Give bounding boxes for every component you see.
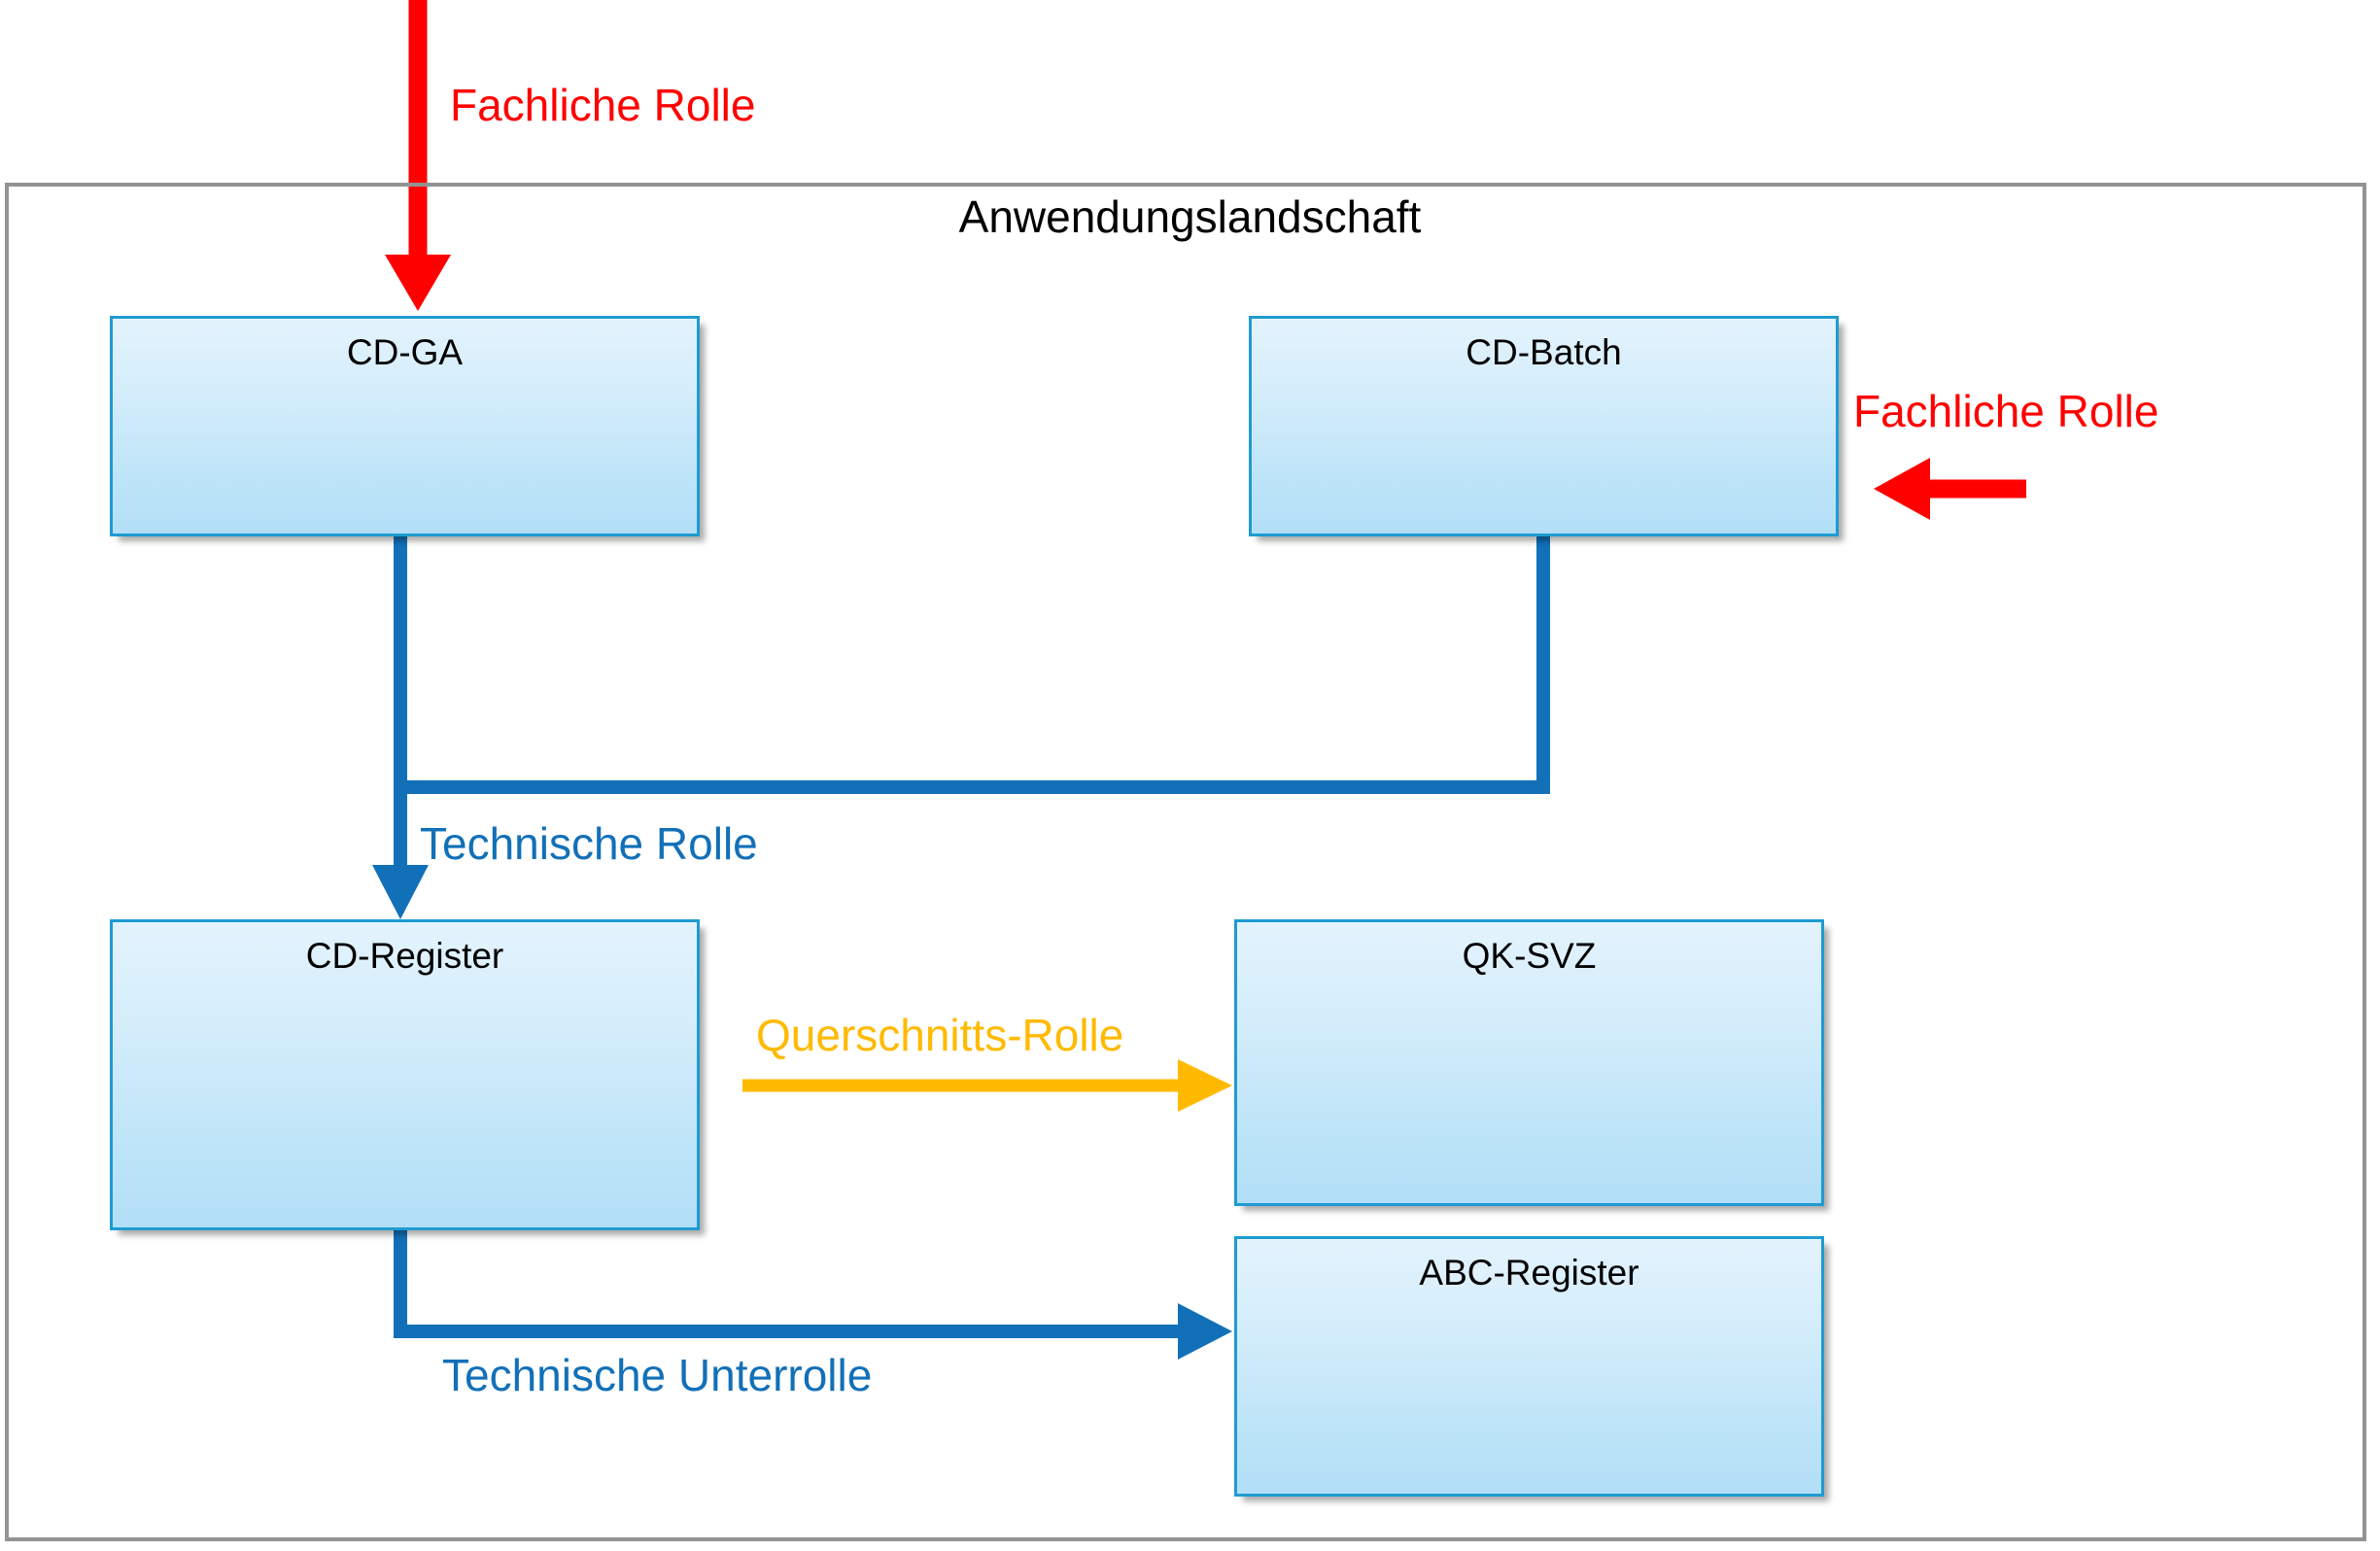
- arrow-querschnitts-rolle: [742, 1059, 1232, 1112]
- connector-cd-batch-to-junction: [399, 530, 1550, 794]
- node-cd-batch[interactable]: CD-Batch: [1249, 316, 1839, 536]
- page-title: Anwendungslandschaft: [958, 191, 1422, 242]
- node-qk-svz[interactable]: QK-SVZ: [1234, 919, 1824, 1206]
- arrow-technische-unterrolle: [394, 1224, 1232, 1360]
- node-label-cd-batch: CD-Batch: [1466, 332, 1622, 372]
- node-label-cd-ga: CD-GA: [346, 332, 464, 372]
- edge-label-technische-rolle: Technische Rolle: [420, 818, 758, 869]
- node-abc-register[interactable]: ABC-Register: [1234, 1236, 1824, 1497]
- edge-label-fachliche-rolle-right: Fachliche Rolle: [1853, 386, 2159, 436]
- edge-label-technische-unterrolle: Technische Unterrolle: [442, 1350, 873, 1400]
- node-cd-register[interactable]: CD-Register: [110, 919, 700, 1230]
- node-label-cd-register: CD-Register: [305, 936, 504, 976]
- anwendungslandschaft-frame: [5, 183, 2366, 1541]
- arrow-fachliche-rolle-top: [385, 0, 451, 311]
- edge-label-querschnitts-rolle: Querschnitts-Rolle: [756, 1010, 1124, 1060]
- node-cd-ga[interactable]: CD-GA: [110, 316, 700, 536]
- node-label-qk-svz: QK-SVZ: [1462, 936, 1597, 976]
- edge-label-fachliche-rolle-top: Fachliche Rolle: [450, 80, 756, 130]
- node-label-abc-register: ABC-Register: [1419, 1253, 1639, 1292]
- arrow-technische-rolle: [372, 536, 429, 919]
- arrow-fachliche-rolle-right: [1874, 458, 2026, 520]
